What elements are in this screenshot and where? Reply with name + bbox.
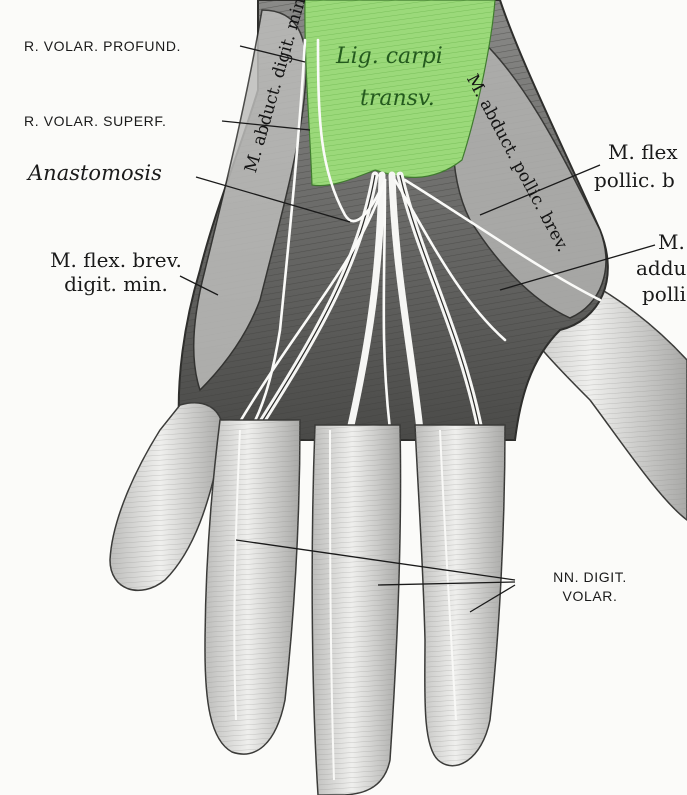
nerves bbox=[233, 38, 602, 432]
label-m-flex-brev-1: M. flex. brev. bbox=[50, 248, 182, 272]
digital-nerves bbox=[233, 429, 457, 781]
label-lig-carpi-2: transv. bbox=[360, 86, 435, 111]
leader-lines bbox=[179, 45, 656, 613]
label-anastomosis: Anastomosis bbox=[28, 161, 162, 185]
thenar-muscle bbox=[452, 28, 607, 319]
hypothenar-muscle bbox=[192, 9, 307, 392]
label-r-volar-superf: R. VOLAR. SUPERF. bbox=[24, 113, 167, 129]
label-m-addu-2: addu bbox=[636, 256, 687, 280]
label-m-flex-brev-2: digit. min. bbox=[64, 272, 168, 296]
label-nn-digit-volar-1: NN. DIGIT. bbox=[553, 569, 627, 585]
label-m-flex-pollic-1: M. flex bbox=[608, 140, 678, 164]
fingers bbox=[109, 402, 506, 795]
label-m-addu-3: polli bbox=[642, 282, 687, 306]
label-m-flex-pollic-2: pollic. b bbox=[594, 168, 675, 192]
label-r-volar-profund: R. VOLAR. PROFUND. bbox=[24, 38, 182, 54]
label-m-addu-1: M. bbox=[658, 230, 685, 254]
label-nn-digit-volar-2: VOLAR. bbox=[562, 588, 618, 604]
label-lig-carpi-1: Lig. carpi bbox=[336, 44, 443, 69]
